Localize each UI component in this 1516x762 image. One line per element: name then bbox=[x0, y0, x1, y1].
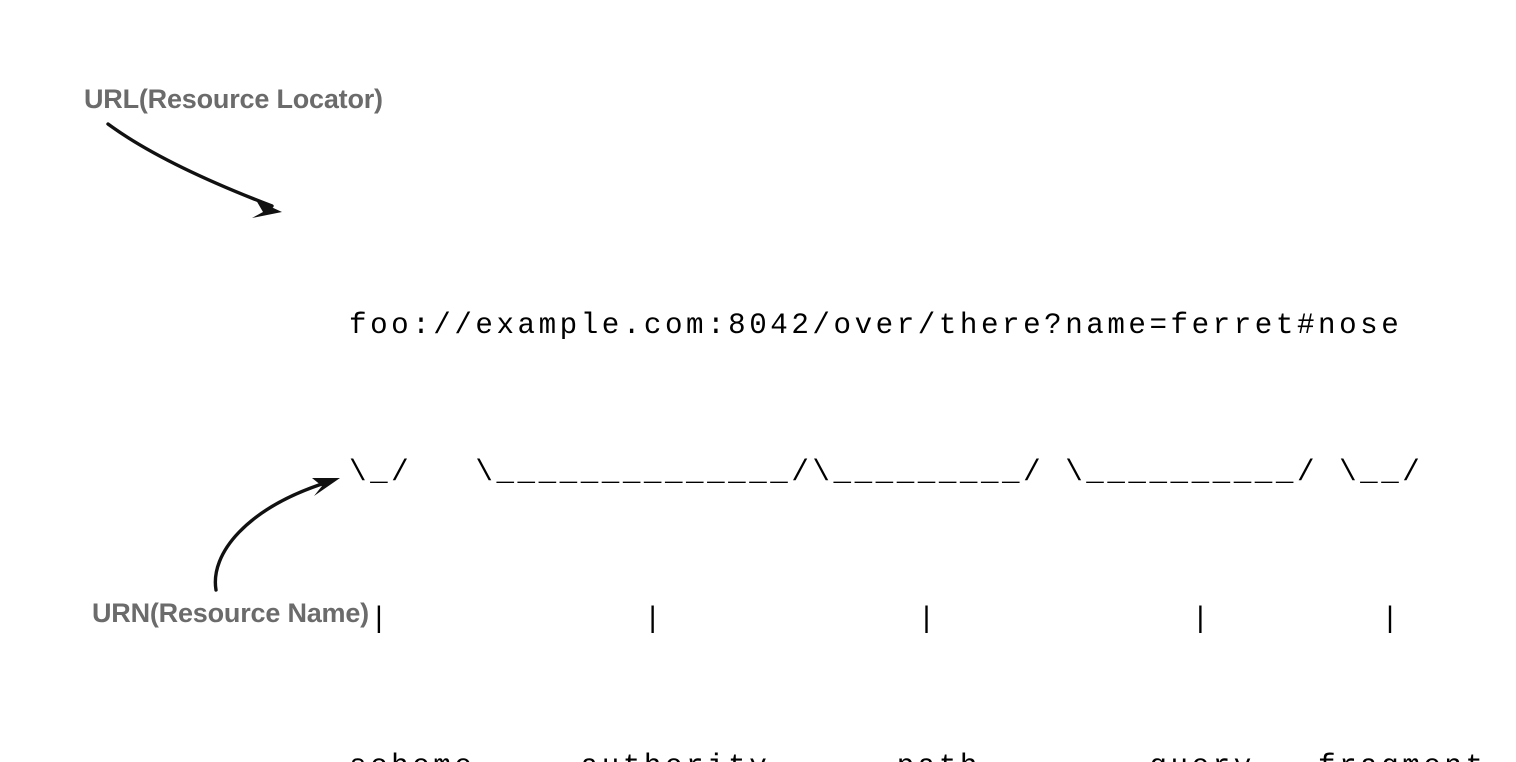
urn-annotation-label: URN(Resource Name) bbox=[92, 598, 369, 628]
url-annotation-label: URL(Resource Locator) bbox=[84, 84, 383, 114]
ascii-line-brackets: \_/ \______________/\_________/ \_______… bbox=[349, 456, 1424, 489]
url-arrow-icon bbox=[106, 122, 282, 218]
urn-arrow-icon bbox=[213, 478, 340, 592]
uri-ascii-art: foo://example.com:8042/over/there?name=f… bbox=[349, 203, 1487, 762]
ascii-line-component-labels: scheme authority path query fragment bbox=[349, 742, 1487, 762]
ascii-line-url: foo://example.com:8042/over/there?name=f… bbox=[349, 309, 1403, 342]
ascii-line-pipes: | | | | | bbox=[349, 603, 1403, 636]
